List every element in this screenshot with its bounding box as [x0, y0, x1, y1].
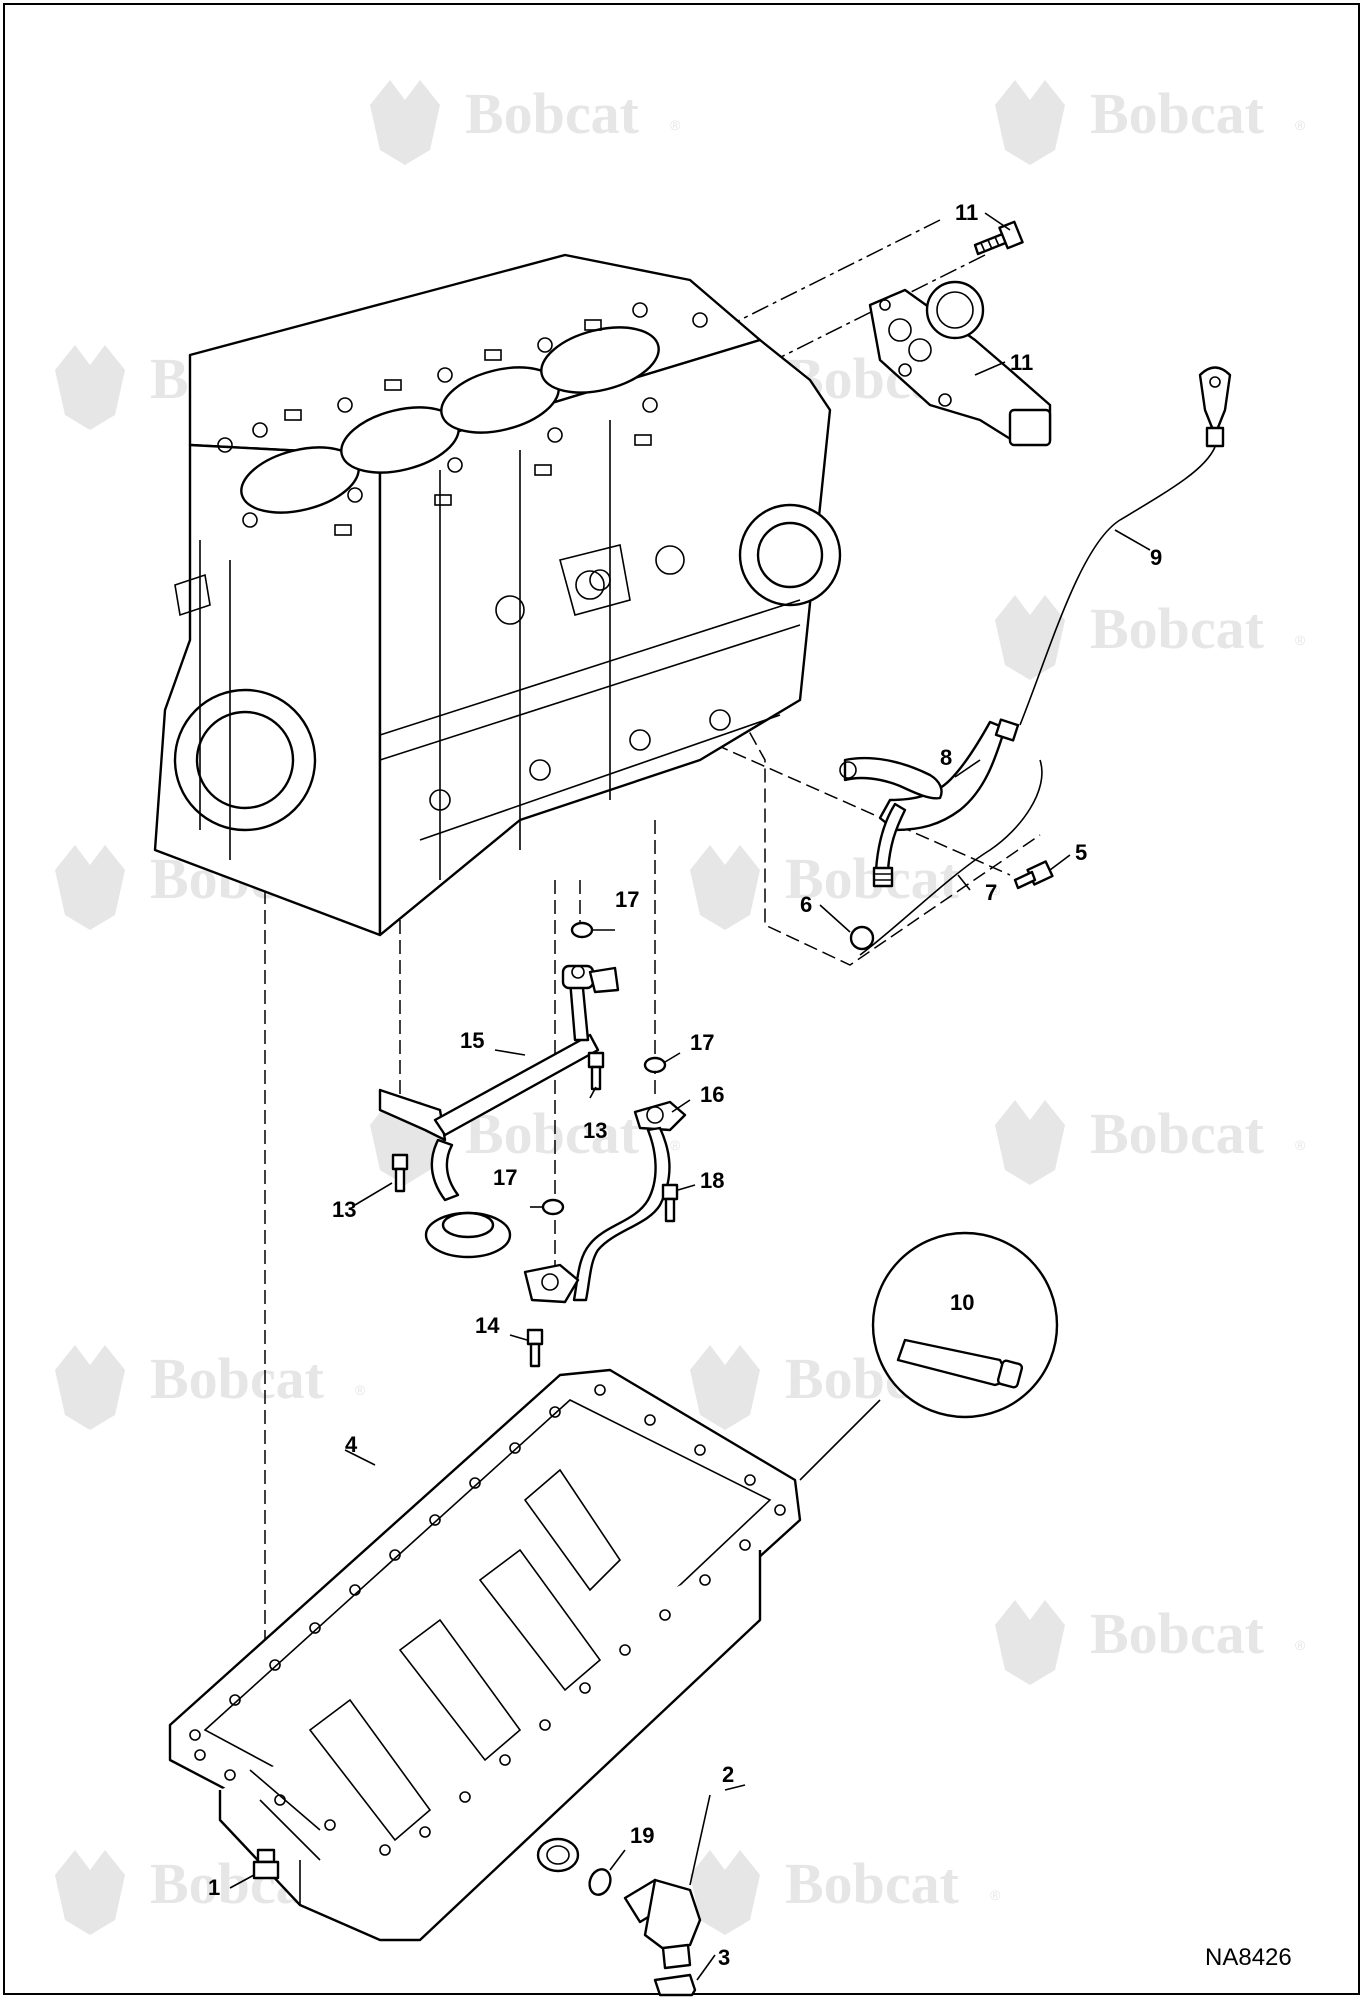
head-bolt-holes: [217, 302, 708, 536]
oil-pump: [868, 280, 1052, 447]
callout-1: 1: [208, 1875, 220, 1900]
bobcat-logo-icon: [55, 1345, 125, 1430]
callout-4: 4: [345, 1432, 358, 1457]
oil-pan-flange-holes: [189, 1384, 786, 1856]
watermark: Bobcat ®: [370, 80, 681, 165]
oil-strainer-pipe: [378, 964, 620, 1259]
callout-8: 8: [940, 745, 952, 770]
svg-text:Bobcat: Bobcat: [465, 81, 640, 146]
bobcat-logo-icon: [690, 845, 760, 930]
figure-id: NA8426: [1205, 1944, 1292, 1971]
svg-text:Bobcat: Bobcat: [150, 1346, 325, 1411]
watermark: Bobcat ®: [55, 1345, 366, 1430]
callout-13: 13: [583, 1118, 607, 1143]
callout-6: 6: [800, 892, 812, 917]
callout-19: 19: [630, 1823, 654, 1848]
block-ribs: [174, 420, 801, 880]
callout-5: 5: [1075, 840, 1087, 865]
bolt: [391, 1153, 409, 1193]
callout-14: 14: [475, 1313, 500, 1338]
svg-text:®: ®: [1295, 1137, 1306, 1153]
oil-pan: [168, 1368, 802, 1942]
callout-2: 2: [722, 1762, 734, 1787]
watermark: Bobcat ®: [995, 1600, 1306, 1685]
dipstick-guide-tube: [839, 718, 1043, 956]
watermark-layer: Bobcat ® Bobcat ® Bobcat ® Bobcat ® Bobc…: [55, 80, 1306, 1935]
callout-12: 11: [955, 200, 978, 225]
callout-11: 11: [1010, 350, 1033, 375]
bolt: [1013, 860, 1054, 890]
leader-lines: [229, 212, 1151, 1981]
svg-text:®: ®: [1295, 1637, 1306, 1653]
svg-text:Bobcat: Bobcat: [1090, 81, 1265, 146]
bobcat-logo-icon: [55, 345, 125, 430]
o-ring: [588, 1868, 612, 1896]
drain-elbow-fitting: [623, 1878, 702, 1970]
svg-text:®: ®: [990, 882, 1001, 898]
callout-10: 10: [950, 1290, 974, 1315]
bobcat-logo-icon: [995, 80, 1065, 165]
callout-17: 17: [690, 1030, 714, 1055]
bobcat-logo-icon: [55, 845, 125, 930]
callout-17: 17: [493, 1165, 517, 1190]
bobcat-logo-icon: [370, 80, 440, 165]
drain-cap: [653, 1973, 697, 1997]
bolt: [973, 220, 1024, 256]
svg-text:Bobcat: Bobcat: [465, 1101, 640, 1166]
callout-13: 13: [332, 1197, 356, 1222]
callout-16: 16: [700, 1082, 724, 1107]
svg-text:Bobcat: Bobcat: [1090, 1101, 1265, 1166]
svg-text:®: ®: [990, 1887, 1001, 1903]
bolt: [526, 1328, 544, 1368]
bobcat-logo-icon: [995, 1100, 1065, 1185]
bobcat-logo-icon: [55, 1850, 125, 1935]
callout-17: 17: [615, 887, 639, 912]
watermark: Bobcat ®: [995, 80, 1306, 165]
svg-text:®: ®: [355, 1382, 366, 1398]
watermark: Bobcat ®: [995, 1100, 1306, 1185]
bobcat-logo-icon: [690, 1345, 760, 1430]
oil-pipe: [523, 1100, 687, 1304]
bobcat-logo-icon: [995, 595, 1065, 680]
svg-text:Bobcat: Bobcat: [1090, 1601, 1265, 1666]
svg-text:®: ®: [670, 1137, 681, 1153]
callout-7: 7: [985, 880, 997, 905]
sealant-detail: [799, 1231, 1059, 1481]
svg-text:Bobcat: Bobcat: [1090, 596, 1265, 661]
bobcat-logo-icon: [995, 1600, 1065, 1685]
svg-text:Bobcat: Bobcat: [785, 846, 960, 911]
o-ring: [643, 1056, 667, 1074]
watermark: Bobcat ®: [690, 845, 1001, 930]
callout-15: 15: [460, 1028, 484, 1053]
engine-block: [153, 253, 842, 937]
callout-9: 9: [1150, 545, 1162, 570]
o-ring: [541, 1198, 565, 1216]
svg-text:®: ®: [670, 117, 681, 133]
callout-3: 3: [718, 1945, 730, 1970]
svg-text:®: ®: [1295, 632, 1306, 648]
bobcat-logo-icon: [690, 1850, 760, 1935]
watermark: Bobcat ®: [995, 595, 1306, 680]
bolt: [661, 1183, 679, 1223]
watermark: Bobcat ®: [690, 1850, 1001, 1935]
dipstick: [1019, 366, 1232, 726]
o-ring: [849, 925, 875, 951]
o-ring: [570, 921, 594, 939]
bolt: [252, 1848, 280, 1880]
svg-text:®: ®: [1295, 117, 1306, 133]
svg-text:Bobcat: Bobcat: [785, 1851, 960, 1916]
callout-18: 18: [700, 1168, 724, 1193]
callouts: 11 11 9 8 5 7 6 17 15 17 16 13 17 18 13 …: [208, 200, 1162, 1970]
bolt: [587, 1051, 605, 1091]
